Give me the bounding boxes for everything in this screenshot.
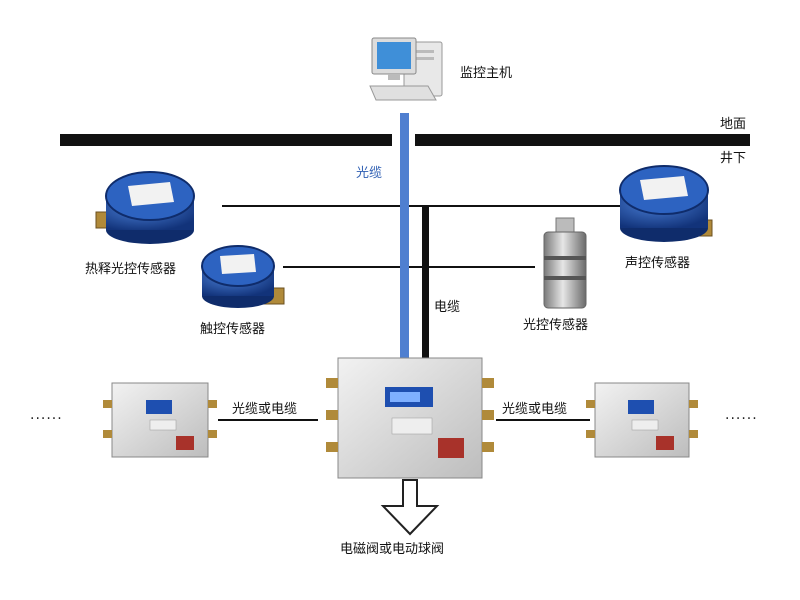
cable-label: 电缆 [434, 300, 461, 315]
ground-divider-right [415, 134, 750, 146]
controller-enclosure-icon [586, 382, 698, 458]
fiber-cable [400, 113, 409, 364]
fiber-label: 光缆 [356, 166, 383, 181]
controller-enclosure-icon [103, 382, 217, 458]
down-arrow-icon [380, 479, 440, 536]
pir-sensor-label: 热释光控传感器 [85, 262, 177, 277]
desktop-computer-icon [369, 37, 443, 101]
valve-label: 电磁阀或电动球阀 [340, 542, 445, 557]
link-label-right: 光缆或电缆 [502, 402, 568, 417]
blue-explosion-proof-sensor-icon [95, 171, 195, 244]
blue-explosion-proof-sensor-icon [619, 165, 713, 242]
controller-enclosure-icon [326, 357, 494, 479]
link-label-left: 光缆或电缆 [232, 402, 298, 417]
ground-label: 地面 [720, 117, 747, 132]
host-label: 监控主机 [460, 66, 513, 81]
underground-label: 井下 [720, 151, 747, 166]
cylindrical-metal-sensor-icon [543, 217, 587, 309]
blue-explosion-proof-sensor-icon [201, 245, 285, 308]
sound-sensor-label: 声控传感器 [625, 256, 691, 271]
electric-cable [422, 206, 429, 364]
ellipsis-right: ...... [725, 407, 758, 423]
ground-divider-left [60, 134, 392, 146]
ellipsis-left: ...... [30, 407, 63, 423]
touch-sensor-label: 触控传感器 [200, 322, 266, 337]
light-sensor-label: 光控传感器 [523, 318, 589, 333]
